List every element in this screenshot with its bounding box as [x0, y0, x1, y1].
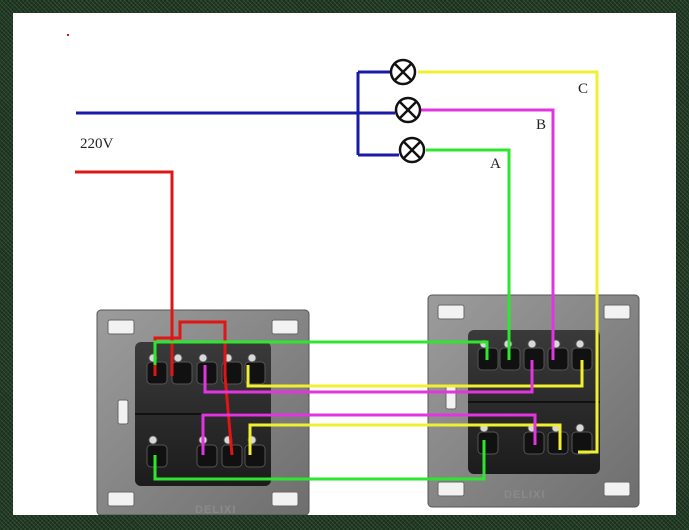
screw-terminal-icon [247, 353, 257, 363]
screw-terminal-icon [198, 353, 208, 363]
wire-c-lamp [418, 70, 599, 454]
right-top-right-slot [603, 304, 631, 320]
wire-a-bottom [153, 440, 486, 481]
right-switch-brand: DELIXI [504, 489, 545, 501]
lamp-a-label: A [490, 156, 501, 172]
left-top-left-slot [107, 319, 135, 335]
right-bottom-left-slot [437, 481, 465, 497]
wire-b-lamp [421, 108, 555, 360]
wiring-diagram: DELIXI [67, 34, 640, 515]
left-bottom-right-slot [271, 491, 299, 507]
lamp-b-label: B [536, 117, 546, 133]
lamp-c-label: C [578, 81, 588, 97]
wire-b-top [203, 360, 534, 394]
left-bottom-left-slot [107, 491, 135, 507]
right-switch: DELIXI [427, 294, 640, 508]
lamp-icon [394, 96, 422, 124]
left-side-slot [117, 399, 129, 425]
screw-terminal-icon [173, 353, 183, 363]
screw-terminal-icon [527, 339, 537, 349]
wire-a-top [153, 340, 489, 365]
right-bottom-right-slot [603, 481, 631, 497]
screw-terminal-icon [575, 339, 585, 349]
wire-c-bottom [248, 423, 562, 455]
screw-terminal-icon [575, 423, 585, 433]
voltage-label: 220V [80, 136, 114, 152]
live-wire [75, 170, 174, 376]
lamp-icon [398, 136, 426, 164]
red-dot [67, 34, 69, 36]
left-switch-brand: DELIXI [195, 504, 236, 515]
neutral-bus [356, 70, 399, 157]
wire-a-lamp [426, 148, 511, 360]
right-side-slot [445, 384, 457, 410]
lamp-icon [389, 58, 417, 86]
right-top-left-slot [437, 304, 465, 320]
screw-terminal-icon [148, 435, 158, 445]
wire-c-top [246, 360, 584, 388]
wire-b-bottom [201, 413, 537, 455]
wiring-diagram-canvas: DELIXI [13, 13, 676, 515]
left-top-right-slot [271, 319, 299, 335]
